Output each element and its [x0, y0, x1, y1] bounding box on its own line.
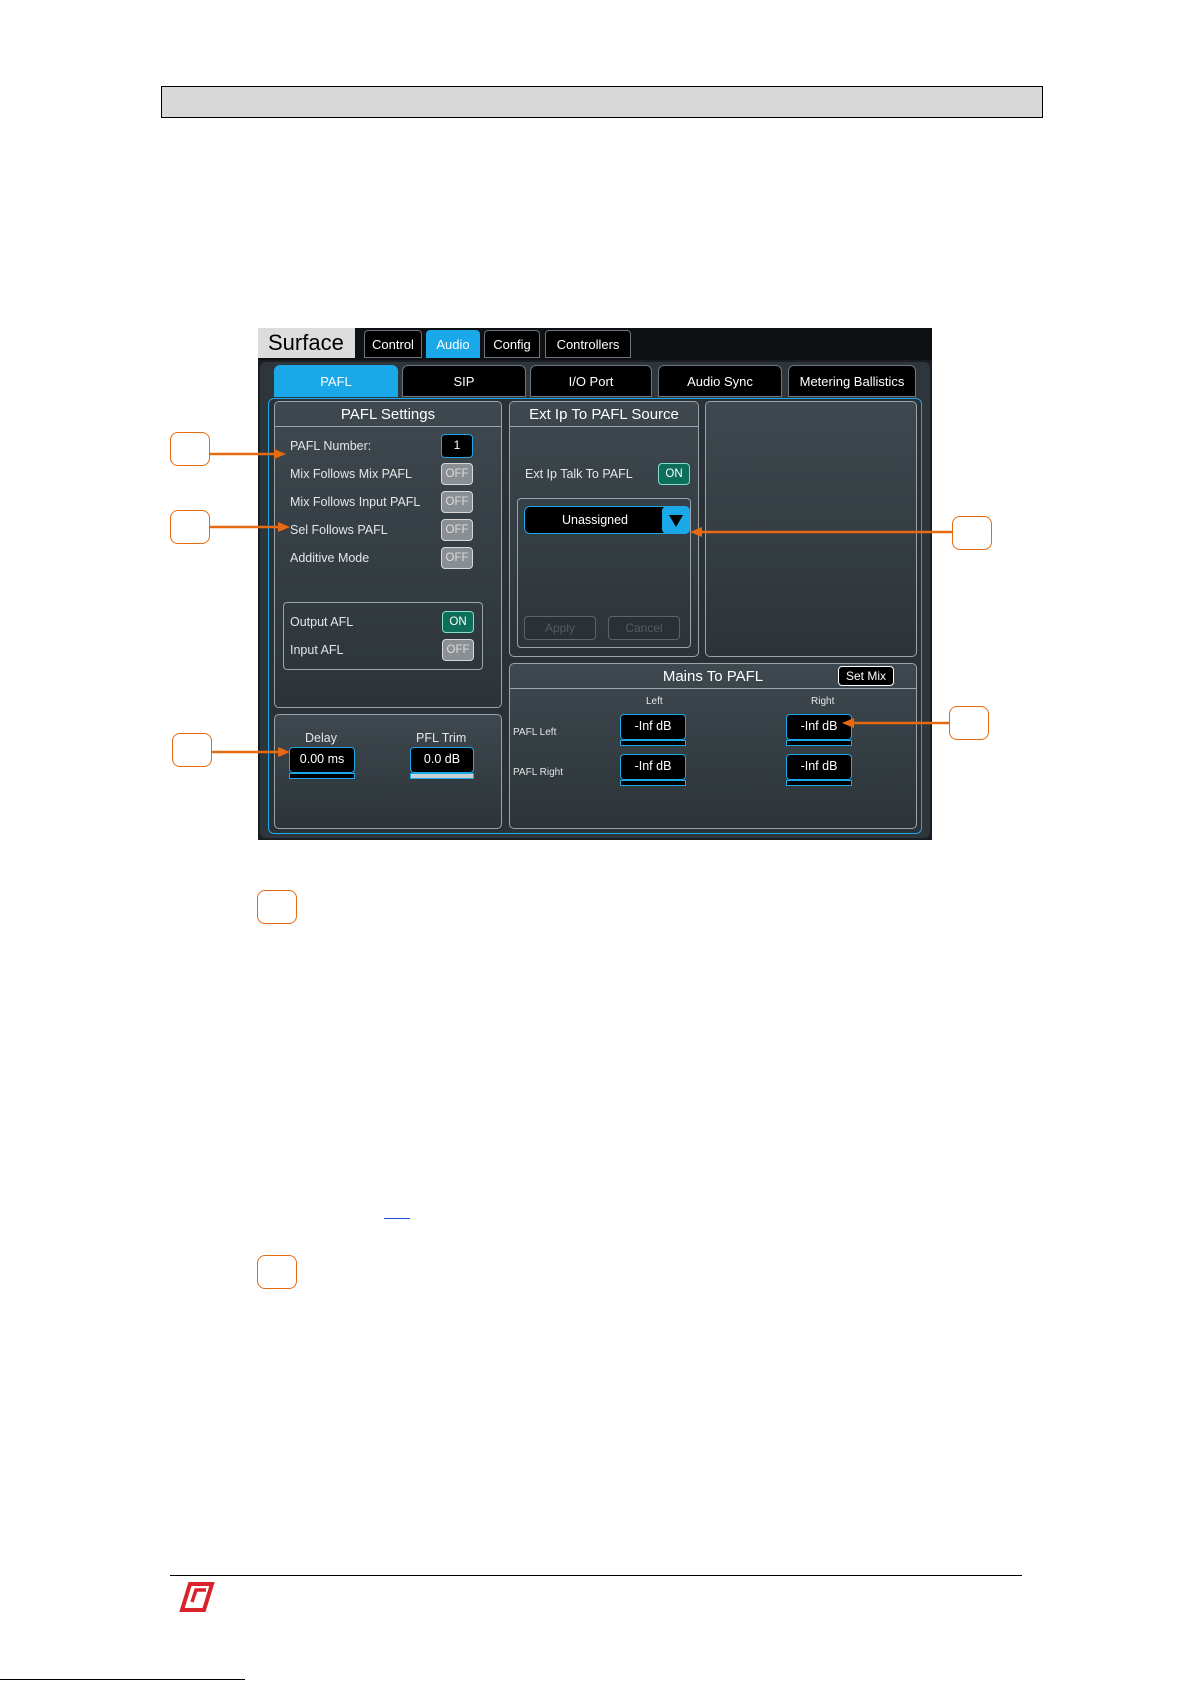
output-afl-label: Output AFL [290, 615, 354, 629]
delay-field[interactable]: 0.00 ms [289, 747, 355, 773]
level-bar [786, 780, 852, 786]
level-bar [786, 740, 852, 746]
empty-panel [705, 401, 917, 657]
surface-screen: Surface Control Audio Config Controllers… [258, 328, 932, 840]
pafl-left-from-left-field[interactable]: -Inf dB [620, 714, 686, 740]
tab-config[interactable]: Config [484, 330, 540, 358]
tab-control[interactable]: Control [364, 330, 422, 358]
pafl-right-from-right-field[interactable]: -Inf dB [786, 754, 852, 780]
sel-follows-pafl-label: Sel Follows PAFL [290, 523, 388, 537]
pfl-trim-label: PFL Trim [416, 731, 467, 745]
top-tab-bar: Surface Control Audio Config Controllers [258, 328, 932, 360]
audio-page-frame: PAFL SIP I/O Port Audio Sync Metering Ba… [260, 362, 930, 838]
cancel-button[interactable]: Cancel [608, 616, 680, 640]
link-underline[interactable] [384, 1218, 410, 1219]
column-right-label: Right [811, 696, 835, 707]
mix-follows-input-pafl-label: Mix Follows Input PAFL [290, 495, 421, 509]
footer-rule [170, 1575, 1022, 1576]
mains-to-pafl-panel: Mains To PAFL Set Mix Left Right PAFL Le… [509, 663, 917, 829]
pafl-number-label: PAFL Number: [290, 439, 372, 453]
callout-marker [257, 890, 297, 924]
input-afl-label: Input AFL [290, 643, 344, 657]
tab-controllers[interactable]: Controllers [545, 330, 631, 358]
level-bar [620, 740, 686, 746]
delay-trim-panel: Delay 0.00 ms PFL Trim 0.0 dB [274, 714, 502, 829]
output-afl-toggle[interactable]: ON [442, 611, 474, 633]
subtab-metering-ballistics[interactable]: Metering Ballistics [788, 365, 916, 397]
panel-title: Ext Ip To PAFL Source [510, 402, 698, 427]
page-header-bar [161, 86, 1043, 118]
tab-audio[interactable]: Audio [426, 330, 480, 358]
callout-marker [257, 1255, 297, 1289]
callout-marker [170, 432, 210, 466]
pafl-left-from-right-field[interactable]: -Inf dB [786, 714, 852, 740]
footnote-rule [0, 1679, 245, 1680]
pafl-settings-panel: PAFL Settings PAFL Number: 1 Mix Follows… [274, 401, 502, 708]
subtab-io-port[interactable]: I/O Port [530, 365, 652, 397]
delay-level-bar [289, 773, 355, 779]
row-pafl-right-label: PAFL Right [513, 767, 564, 778]
delay-label: Delay [305, 731, 337, 745]
callout-marker [952, 516, 992, 550]
set-mix-button[interactable]: Set Mix [838, 666, 894, 686]
pfl-trim-level-bar [410, 773, 474, 779]
column-left-label: Left [646, 696, 663, 707]
panel-title: PAFL Settings [275, 402, 501, 427]
panel-title: Mains To PAFL [510, 664, 916, 689]
chevron-down-icon[interactable] [662, 506, 690, 534]
afl-group: Output AFL ON Input AFL OFF [283, 602, 483, 670]
ext-ip-talk-toggle[interactable]: ON [658, 463, 690, 485]
pafl-content-area: PAFL Settings PAFL Number: 1 Mix Follows… [268, 398, 922, 834]
screen-title: Surface [258, 328, 355, 358]
subtab-sip[interactable]: SIP [402, 365, 526, 397]
pafl-right-from-left-field[interactable]: -Inf dB [620, 754, 686, 780]
subtab-pafl[interactable]: PAFL [274, 365, 398, 397]
callout-marker [172, 733, 212, 767]
sel-follows-pafl-toggle[interactable]: OFF [441, 519, 473, 541]
apply-button[interactable]: Apply [524, 616, 596, 640]
ext-ip-panel: Ext Ip To PAFL Source Ext Ip Talk To PAF… [509, 401, 699, 657]
source-dropdown[interactable]: Unassigned [524, 506, 690, 534]
subtab-audio-sync[interactable]: Audio Sync [658, 365, 782, 397]
ext-ip-talk-label: Ext Ip Talk To PAFL [525, 467, 633, 481]
row-pafl-left-label: PAFL Left [513, 727, 557, 738]
pafl-number-field[interactable]: 1 [441, 434, 473, 458]
source-select-box [517, 498, 691, 648]
additive-mode-toggle[interactable]: OFF [441, 547, 473, 569]
pfl-trim-field[interactable]: 0.0 dB [410, 747, 474, 773]
additive-mode-label: Additive Mode [290, 551, 370, 565]
callout-marker [949, 706, 989, 740]
input-afl-toggle[interactable]: OFF [442, 639, 474, 661]
brand-logo-icon [176, 1578, 216, 1614]
source-dropdown-value: Unassigned [561, 513, 628, 527]
mix-follows-mix-pafl-label: Mix Follows Mix PAFL [290, 467, 413, 481]
mix-follows-mix-pafl-toggle[interactable]: OFF [441, 463, 473, 485]
level-bar [620, 780, 686, 786]
callout-marker [170, 510, 210, 544]
mix-follows-input-pafl-toggle[interactable]: OFF [441, 491, 473, 513]
